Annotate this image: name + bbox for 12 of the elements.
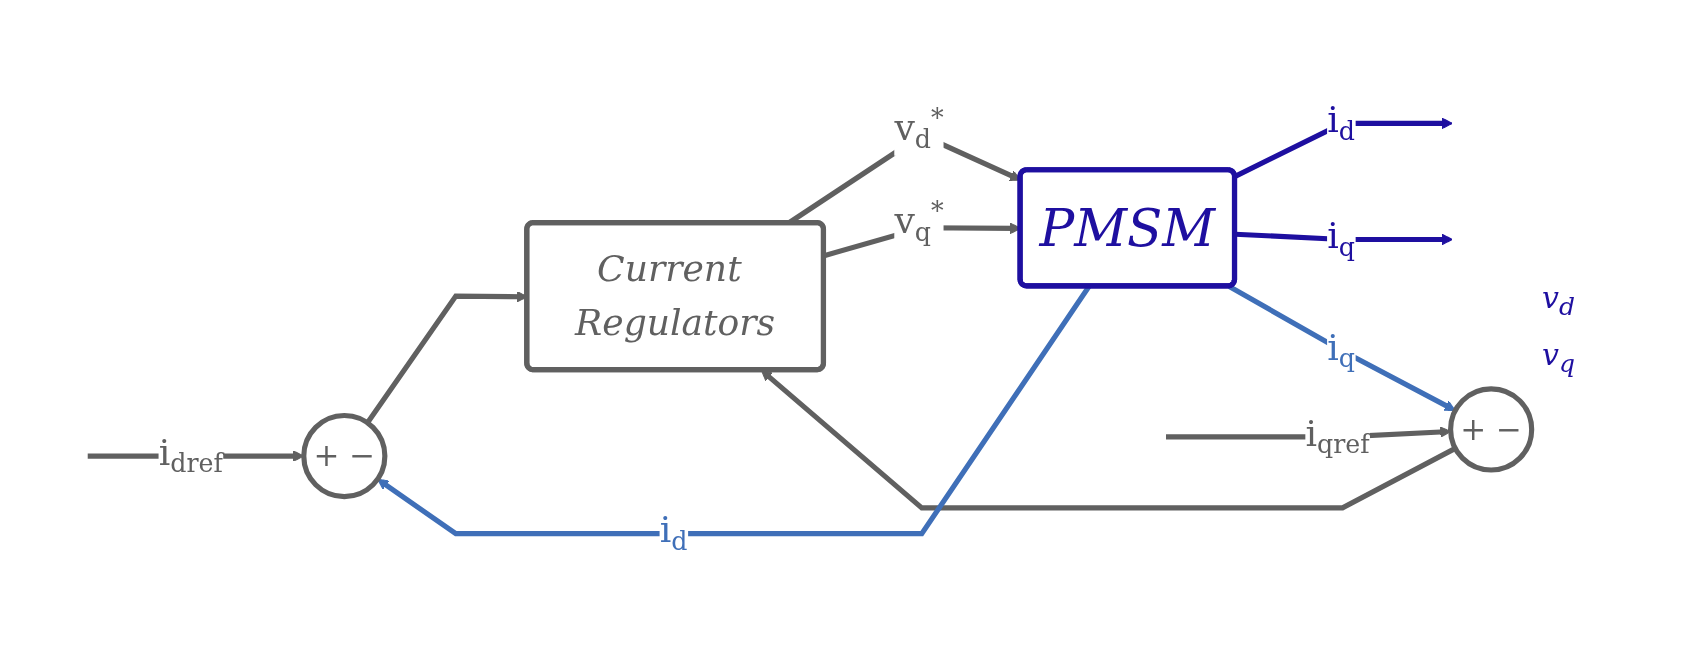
arrow (1228, 284, 1456, 412)
edge-label: i$_{d}$ (659, 509, 688, 557)
edge-label: i$_{q}$ (1327, 326, 1355, 375)
arrow (1235, 232, 1453, 246)
edge-label: i$_{qref}$ (1305, 412, 1370, 461)
edge-label: i$_{q}$ (1327, 215, 1355, 263)
edge-label: i$_{d}$ (1327, 98, 1355, 147)
node-circle: + − (1448, 386, 1535, 474)
edge-label: i$_{dref}$ (158, 431, 223, 480)
signal-label: v$_{d}$ (1542, 280, 1576, 321)
signal-label: v$_{q}$ (1542, 337, 1576, 378)
node-circle: + − (301, 413, 388, 500)
